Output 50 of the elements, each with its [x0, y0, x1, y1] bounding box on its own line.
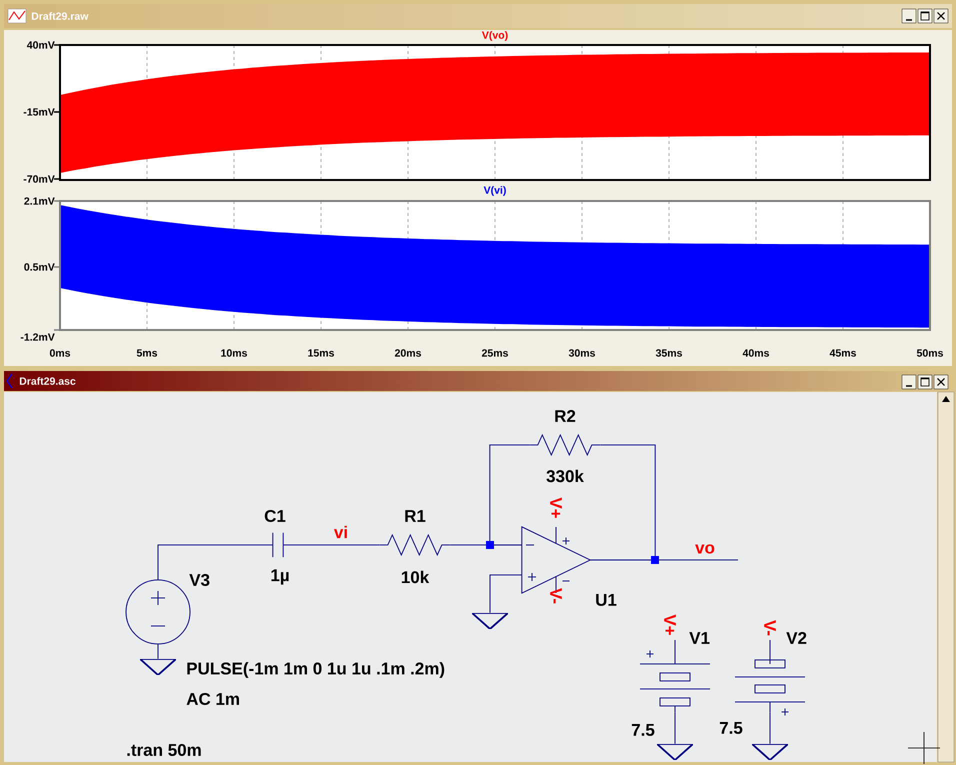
axis-tick-label: 35ms: [656, 349, 682, 357]
net-label: vo: [694, 543, 716, 555]
net-label: V-: [764, 620, 776, 636]
source-parameters: AC 1m: [186, 692, 239, 705]
net-label: V-: [550, 588, 562, 604]
component-label: V1: [689, 632, 710, 644]
net-label: V+: [664, 614, 676, 635]
component-label: V2: [786, 632, 806, 644]
component-value: 1µ: [271, 569, 289, 585]
ground-symbol: [752, 744, 788, 760]
wire: [489, 444, 530, 546]
component-value: 7.5: [632, 724, 654, 736]
ground-symbol: [472, 612, 508, 629]
component-label: R2: [555, 410, 576, 422]
axis-tick-label: 20ms: [394, 349, 421, 357]
source-parameters: PULSE(-1m 1m 0 1u 1u .1m .2m): [187, 662, 444, 678]
window-title: Draft29.asc: [20, 377, 76, 385]
wire: [490, 574, 522, 614]
axis-tick-label: 25ms: [482, 349, 508, 357]
ground-symbol: [140, 658, 176, 675]
axis-tick-label: 40mV: [26, 41, 55, 49]
ground-symbol: [657, 744, 693, 760]
axis-tick-label: -1.2mV: [20, 333, 55, 341]
window-title: Draft29.raw: [32, 12, 88, 20]
axis-tick-label: 50ms: [916, 349, 943, 357]
axis-tick-label: 0ms: [50, 349, 70, 357]
component-value: 330k: [546, 470, 584, 482]
wire: [674, 712, 676, 744]
component-label: R1: [405, 510, 426, 522]
axis-tick-label: 30ms: [568, 349, 595, 357]
axis-tick-label: 45ms: [830, 349, 856, 357]
axis-tick-label: -70mV: [24, 175, 55, 183]
net-label: V+: [550, 497, 562, 518]
axis-tick-label: 15ms: [308, 349, 334, 357]
axis-tick-label: 2.1mV: [24, 197, 55, 205]
trace-name: V(vi): [484, 186, 506, 196]
axis-tick-label: -15mV: [24, 108, 55, 116]
simulation-command: .tran 50m: [127, 744, 201, 756]
wire: [158, 544, 274, 580]
trace-name: V(vo): [482, 31, 508, 41]
component-value: 10k: [402, 570, 430, 584]
wire: [282, 544, 380, 546]
component-label: V3: [189, 574, 210, 586]
component-label: U1: [596, 594, 616, 606]
axis-tick-label: 5ms: [136, 349, 158, 357]
axis-tick-label: 40ms: [742, 349, 769, 357]
component-value: 7.5: [720, 722, 742, 734]
axis-tick-label: 10ms: [221, 349, 247, 357]
component-label: C1: [264, 510, 286, 522]
axis-tick-label: 0.5mV: [24, 263, 55, 271]
